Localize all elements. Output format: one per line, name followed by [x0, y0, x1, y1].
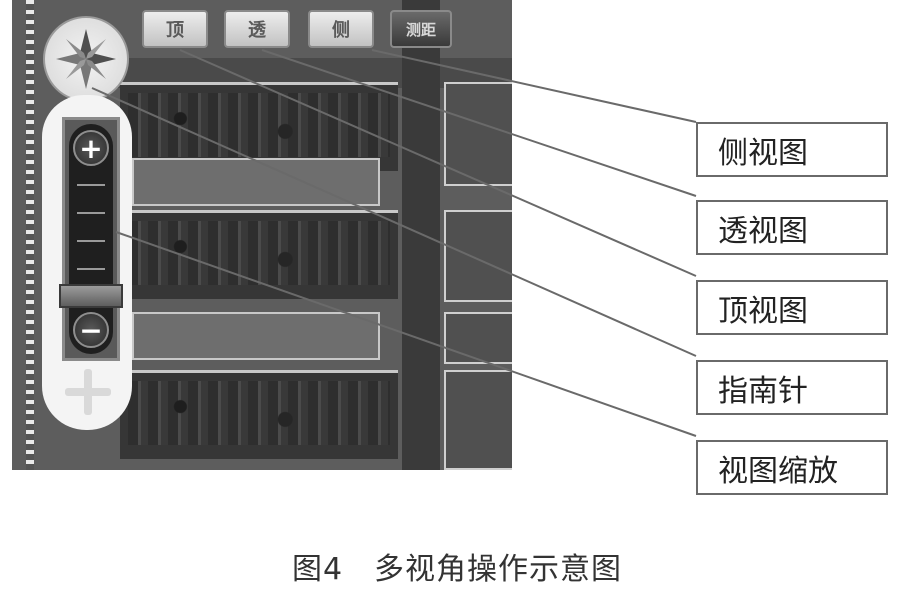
scene-building [444, 210, 512, 302]
zoom-slider-thumb[interactable] [59, 284, 123, 308]
scene-building [444, 312, 512, 364]
leader-top-view [179, 49, 697, 277]
zoom-in-icon[interactable]: + [73, 130, 109, 166]
scene-building [444, 82, 512, 186]
scene-block [120, 370, 398, 459]
callout-label: 视图缩放 [718, 453, 838, 489]
scene-block [120, 82, 398, 171]
perspective-view-button[interactable]: 透 [224, 10, 290, 48]
zoom-tick [77, 212, 105, 214]
callout-label: 指南针 [718, 373, 808, 409]
scene-building [444, 370, 512, 470]
leader-perspective-view [261, 49, 697, 197]
side-view-button[interactable]: 侧 [308, 10, 374, 48]
zoom-tick [77, 268, 105, 270]
measure-button[interactable]: 测距 [390, 10, 452, 48]
callout-label: 侧视图 [718, 135, 808, 171]
zoom-out-icon[interactable]: − [73, 312, 109, 348]
compass-icon[interactable] [43, 16, 129, 102]
scene-slab [132, 312, 380, 360]
leader-view-zoom [115, 231, 697, 437]
pan-icon[interactable] [59, 363, 117, 421]
zoom-slider-track[interactable]: + − [59, 124, 123, 354]
top-view-button[interactable]: 顶 [142, 10, 208, 48]
scene-rail [26, 0, 34, 470]
callout-label: 顶视图 [718, 293, 808, 329]
zoom-frame: + − [59, 117, 123, 361]
callout-side-view: 侧视图 [696, 122, 888, 177]
callout-top-view: 顶视图 [696, 280, 888, 335]
view-zoom-control: + − [42, 95, 132, 430]
callout-perspective-view: 透视图 [696, 200, 888, 255]
figure-caption: 图4 多视角操作示意图 [291, 552, 623, 587]
callout-label: 透视图 [718, 213, 808, 249]
scene-block [120, 210, 398, 299]
callout-compass: 指南针 [696, 360, 888, 415]
callout-view-zoom: 视图缩放 [696, 440, 888, 495]
zoom-tick [77, 184, 105, 186]
leader-compass [91, 87, 697, 357]
zoom-tick [77, 240, 105, 242]
compass-rose [56, 29, 116, 89]
leader-side-view [371, 49, 697, 123]
scene-slab [132, 158, 380, 206]
scene-viewport[interactable]: 顶 透 侧 测距 + [12, 0, 512, 470]
